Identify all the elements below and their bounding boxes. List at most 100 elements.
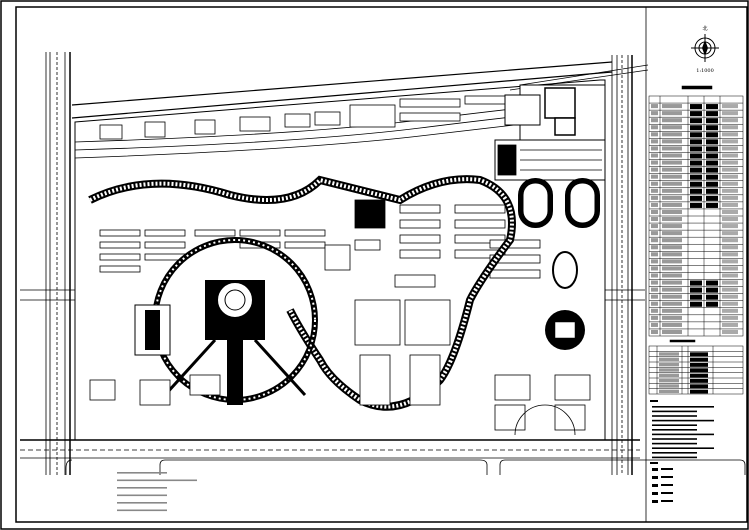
north-arrow-icon bbox=[691, 34, 719, 62]
table-cell-name bbox=[662, 139, 682, 144]
table-cell-name bbox=[659, 384, 679, 388]
table-cell-note bbox=[722, 153, 738, 158]
table-cell-number bbox=[651, 111, 658, 116]
bottom-note-line bbox=[117, 472, 167, 474]
table-cell-name bbox=[662, 322, 682, 327]
building-grid-center bbox=[324, 199, 541, 288]
table-cell-value-a bbox=[690, 181, 702, 187]
table-cell-number bbox=[651, 301, 658, 306]
table-cell-value-a bbox=[690, 146, 702, 152]
table-cell-value-b bbox=[706, 294, 718, 300]
legend-heading bbox=[650, 462, 658, 464]
table-cell-value-a bbox=[690, 111, 702, 117]
table-cell-number bbox=[651, 160, 658, 165]
table-cell-value-a bbox=[690, 188, 702, 194]
table-cell-note bbox=[722, 280, 738, 285]
table-cell-number bbox=[651, 118, 658, 123]
table-cell-value-a bbox=[690, 202, 702, 208]
table-cell-value-b bbox=[706, 139, 718, 145]
table-cell-value-a bbox=[690, 153, 702, 159]
south-building-blocks bbox=[89, 299, 591, 436]
table-cell-note bbox=[722, 202, 738, 207]
table-cell-value-a bbox=[690, 132, 702, 138]
table-cell-number bbox=[651, 209, 658, 214]
table-cell-note bbox=[722, 118, 738, 123]
table-cell-value-a bbox=[690, 195, 702, 201]
building-schedule-table bbox=[648, 85, 744, 337]
table-cell-name bbox=[662, 287, 682, 292]
table-cell-name bbox=[662, 160, 682, 165]
north-label: 北 bbox=[702, 25, 707, 32]
table-cell-note bbox=[722, 167, 738, 172]
table-cell-name bbox=[659, 389, 679, 393]
table-cell-note bbox=[722, 252, 738, 257]
legend-text bbox=[661, 476, 673, 478]
dormitory-grid-ne bbox=[497, 144, 602, 176]
note-line bbox=[652, 429, 697, 431]
table-cell-note bbox=[722, 245, 738, 250]
scale-label: 1:1000 bbox=[696, 68, 714, 74]
table-cell-number bbox=[651, 195, 658, 200]
table-cell-note bbox=[722, 322, 738, 327]
table-cell-value bbox=[690, 389, 708, 394]
table-cell-note bbox=[722, 266, 738, 271]
table-cell-number bbox=[651, 259, 658, 264]
table-cell-value bbox=[690, 363, 708, 367]
table-cell-number bbox=[651, 202, 658, 207]
table-cell-note bbox=[722, 160, 738, 165]
table-cell-note bbox=[722, 294, 738, 299]
table-cell-name bbox=[662, 294, 682, 299]
note-line bbox=[652, 406, 714, 408]
table-cell-value-b bbox=[706, 280, 718, 286]
general-notes bbox=[650, 400, 714, 459]
bottom-note-line bbox=[117, 494, 167, 497]
table-cell-name bbox=[659, 368, 679, 372]
table-cell-name bbox=[659, 379, 679, 383]
table-cell-number bbox=[651, 217, 658, 222]
central-circular-plaza bbox=[134, 237, 318, 405]
table-cell-number bbox=[651, 132, 658, 137]
legend-symbol bbox=[652, 476, 658, 479]
table-cell-value-b bbox=[706, 160, 718, 166]
table-cell-number bbox=[651, 153, 658, 158]
table-cell-note bbox=[722, 181, 738, 186]
table-cell-name bbox=[659, 363, 679, 367]
table-cell-number bbox=[651, 224, 658, 229]
table-cell-value-a bbox=[690, 287, 702, 293]
table-cell-note bbox=[722, 231, 738, 236]
table-cell-name bbox=[662, 217, 682, 222]
table-cell-value-b bbox=[706, 287, 718, 293]
table-cell-name bbox=[662, 273, 682, 278]
note-line bbox=[652, 433, 714, 436]
bottom-note-line bbox=[117, 487, 167, 489]
indicator-table bbox=[648, 339, 744, 395]
table-cell-value-b bbox=[706, 188, 718, 194]
table-cell-note bbox=[722, 224, 738, 229]
table-cell-note bbox=[722, 259, 738, 264]
table-cell-value-a bbox=[690, 301, 702, 307]
table-cell-name bbox=[662, 238, 682, 243]
table-cell-number bbox=[651, 252, 658, 257]
table-cell-value-b bbox=[706, 118, 718, 124]
note-line bbox=[652, 442, 697, 445]
table-cell-number bbox=[651, 146, 658, 151]
table-cell-note bbox=[722, 287, 738, 292]
table-cell-name bbox=[659, 352, 679, 356]
legend-symbol bbox=[652, 492, 658, 495]
table-cell-name bbox=[662, 209, 682, 214]
table-cell-name bbox=[662, 259, 682, 264]
table-cell-number bbox=[651, 231, 658, 236]
table-cell-value bbox=[690, 352, 708, 357]
table-cell-number bbox=[651, 308, 658, 313]
table-cell-name bbox=[662, 146, 682, 151]
table-cell-value-b bbox=[706, 167, 718, 173]
note-line bbox=[652, 410, 697, 413]
table-cell-value-b bbox=[706, 153, 718, 159]
table-cell-name bbox=[662, 301, 682, 306]
sports-area bbox=[494, 84, 606, 350]
table-cell-number bbox=[651, 315, 658, 320]
table-cell-number bbox=[651, 266, 658, 271]
table-cell-value-a bbox=[690, 104, 702, 110]
table-cell-name bbox=[662, 132, 682, 137]
